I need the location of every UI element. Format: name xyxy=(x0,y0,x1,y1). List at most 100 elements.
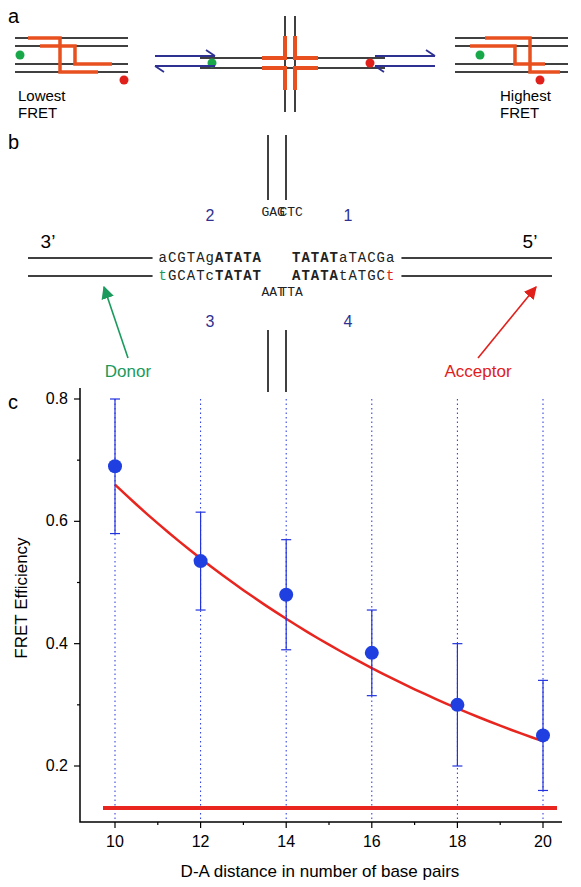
axis-tick xyxy=(328,822,329,825)
sequence: GAG xyxy=(262,206,275,220)
axis-tick xyxy=(74,643,80,644)
tick-label-group: 0.6 xyxy=(46,512,68,530)
sequence: CTC xyxy=(280,206,293,220)
axis-tick xyxy=(500,822,501,825)
panel-letter-group: a xyxy=(8,5,19,28)
dye-label-group: Donor xyxy=(105,362,151,382)
sequence-group: TTA xyxy=(280,286,293,300)
tick-label-group: 10 xyxy=(106,833,124,851)
sequence-group: TATATaTACGa xyxy=(292,250,395,266)
arm-number: 2 xyxy=(206,207,215,224)
data-point xyxy=(365,646,379,660)
arm-number: 3 xyxy=(206,313,215,330)
tick-label: 20 xyxy=(534,833,552,850)
sequence: ATATA xyxy=(215,250,262,266)
sequence-group: AAT xyxy=(262,286,275,300)
sequence: GCATc xyxy=(168,268,215,284)
dye-label-group: Acceptor xyxy=(444,362,511,382)
data-point xyxy=(279,588,293,602)
data-point xyxy=(536,728,550,742)
axis-tick xyxy=(77,460,80,461)
axis-title-group: FRET Efficiency xyxy=(12,537,32,658)
equilibrium-arrows xyxy=(155,50,435,72)
tick-label: 10 xyxy=(106,833,124,850)
axis-tick xyxy=(414,822,415,825)
sequence-group: tGCATcTATAT xyxy=(159,268,262,284)
sequence-group: CTC xyxy=(280,206,293,220)
sequence: AAT xyxy=(262,286,275,300)
axis-tick xyxy=(74,521,80,522)
state-label: Lowest FRET xyxy=(18,87,66,121)
strand-end-group: 3’ xyxy=(41,231,56,253)
baseline-bar xyxy=(103,806,557,810)
sequence: TTA xyxy=(280,286,293,300)
strand-end: 5’ xyxy=(523,231,538,252)
dye-label: Donor xyxy=(105,362,151,381)
axis-title: FRET Efficiency xyxy=(12,537,31,658)
sequence: TATAT xyxy=(215,268,262,284)
stacked-junction-high xyxy=(455,38,568,85)
grid-line xyxy=(543,399,544,822)
sequence-group: GAG xyxy=(262,206,275,220)
panel-letter: c xyxy=(8,391,18,413)
axis-tick xyxy=(157,822,158,825)
tick-label-group: 0.2 xyxy=(46,757,68,775)
arm-number-group: 2 xyxy=(206,207,215,225)
arm-number-group: 1 xyxy=(344,207,353,225)
tick-label-group: 12 xyxy=(192,833,210,851)
state-label: Highest FRET xyxy=(500,87,551,121)
tick-label-group: 14 xyxy=(277,833,295,851)
dye-label: Acceptor xyxy=(444,362,511,381)
state-label-group: Lowest FRET xyxy=(18,87,80,122)
sequence: t xyxy=(159,268,168,284)
open-junction xyxy=(200,16,385,112)
tick-label-group: 0.8 xyxy=(46,390,68,408)
axis-tick xyxy=(371,822,372,828)
tick-label-group: 18 xyxy=(448,833,466,851)
axis-tick xyxy=(286,822,287,828)
state-label-group: Highest FRET xyxy=(500,87,562,122)
arm-number: 1 xyxy=(344,207,353,224)
grid-line xyxy=(286,399,287,822)
panel-letter: a xyxy=(8,5,19,27)
tick-label: 0.2 xyxy=(46,757,68,774)
stacked-junction-low xyxy=(15,38,129,85)
fret-chart xyxy=(74,388,562,828)
sequence-group: aCGTAgATATA xyxy=(159,250,262,266)
axis-tick xyxy=(114,822,115,828)
axis-line xyxy=(80,388,562,822)
sequence: t xyxy=(386,268,395,284)
tick-label-group: 20 xyxy=(534,833,552,851)
tick-label: 0.4 xyxy=(46,635,68,652)
panel-letter-group: b xyxy=(8,131,19,154)
axis-title-group: D-A distance in number of base pairs xyxy=(181,862,460,882)
sequence: TATAT xyxy=(292,250,339,266)
axis-tick xyxy=(243,822,244,825)
junction-arms xyxy=(28,135,552,392)
sequence-group: ATATAtATGCt xyxy=(292,268,395,284)
panel-letter-group: c xyxy=(8,391,18,414)
sequence: aCGTAg xyxy=(159,250,215,266)
sequence: tATGC xyxy=(339,268,386,284)
tick-label: 12 xyxy=(192,833,210,850)
axis-tick xyxy=(542,822,543,828)
arm-number-group: 4 xyxy=(344,313,353,331)
data-point xyxy=(450,698,464,712)
axis-tick xyxy=(74,398,80,399)
arm-number-group: 3 xyxy=(206,313,215,331)
tick-label: 18 xyxy=(448,833,466,850)
data-point xyxy=(194,554,208,568)
strand-end: 3’ xyxy=(41,231,56,252)
axis-tick xyxy=(457,822,458,828)
strand-end-group: 5’ xyxy=(523,231,538,253)
sequence: aTACGa xyxy=(339,250,395,266)
axis-title: D-A distance in number of base pairs xyxy=(181,862,460,881)
fit-curve xyxy=(115,485,543,742)
tick-label-group: 0.4 xyxy=(46,635,68,653)
axis-tick xyxy=(200,822,201,828)
tick-label: 16 xyxy=(363,833,381,850)
tick-label-group: 16 xyxy=(363,833,381,851)
sequence: ATATA xyxy=(292,268,339,284)
